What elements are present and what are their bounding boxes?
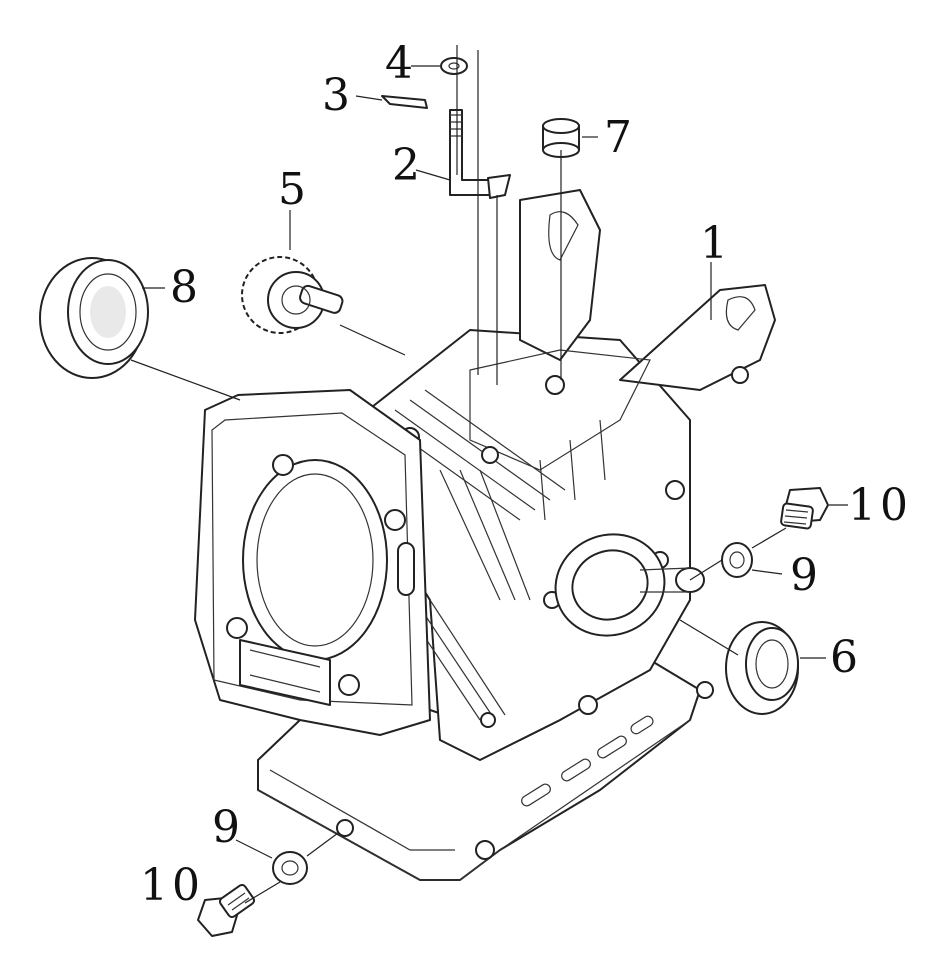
callout-1: 1	[700, 218, 728, 269]
callout-8: 8	[170, 262, 198, 313]
callouts: 1 2 3 4 5 6 7 8 9 9 10 10	[140, 38, 912, 911]
governor-gear	[241, 256, 344, 334]
callout-10-right: 10	[848, 480, 912, 531]
leader-lines	[130, 45, 848, 904]
drain-bolt-right	[780, 487, 829, 530]
washer-bottom	[272, 851, 308, 885]
callout-9-bottom: 9	[212, 802, 240, 853]
callout-5: 5	[278, 164, 306, 215]
callout-2: 2	[392, 140, 420, 191]
callout-7: 7	[604, 112, 632, 163]
callout-10-bottom: 10	[140, 860, 204, 911]
crankcase-body	[257, 189, 776, 881]
callout-3: 3	[322, 70, 350, 121]
clip	[381, 95, 428, 109]
drain-bolt-bottom	[197, 883, 256, 937]
oil-seal	[725, 621, 799, 715]
cylinder-flange	[194, 389, 431, 736]
washer-small	[440, 57, 468, 75]
callout-4: 4	[385, 38, 413, 89]
ball-bearing	[39, 257, 149, 379]
washer-right	[721, 542, 753, 578]
callout-6: 6	[830, 632, 858, 683]
governor-shaft	[449, 109, 511, 199]
callout-9-right: 9	[790, 550, 818, 601]
